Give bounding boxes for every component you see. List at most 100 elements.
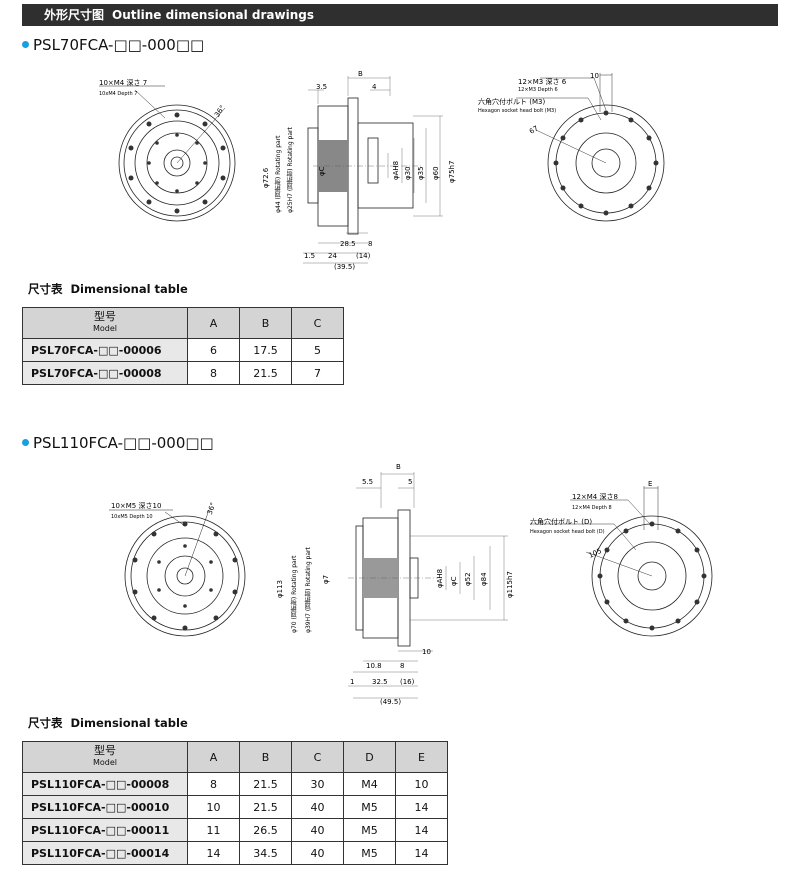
psl70-front-angle: 36° bbox=[213, 104, 227, 119]
psl70-title: PSL70FCA-□□-000□□ bbox=[22, 36, 204, 54]
table-cell-model: PSL110FCA-□□-00008 bbox=[22, 772, 188, 796]
psl110-dim-b: B bbox=[396, 463, 401, 471]
psl70-dim-60: φ60 bbox=[432, 166, 440, 180]
psl70-side-view: 3.5 B 4 φ72.6 φ44 (回転部) Rotating part φ2… bbox=[262, 70, 456, 271]
psl110-side-view: 5.5 B 5 φ113 φ70 (回転部) Rotating part φ39… bbox=[276, 463, 514, 706]
psl70-dim-30: φ30 bbox=[404, 166, 412, 180]
table-header-col-c: C bbox=[291, 741, 344, 773]
psl110-front-angle: 36° bbox=[206, 501, 218, 515]
table-cell-model: PSL110FCA-□□-00010 bbox=[22, 795, 188, 819]
table-cell-value: 30 bbox=[291, 772, 344, 796]
table-cell-value: 21.5 bbox=[239, 795, 292, 819]
table-cell-value: 10 bbox=[187, 795, 240, 819]
psl110-back-holes bbox=[597, 521, 707, 631]
psl70-dim-28-5: 28.5 bbox=[340, 240, 356, 248]
table-cell-value: M5 bbox=[343, 795, 396, 819]
psl70-dim-1-5: 1.5 bbox=[304, 252, 315, 260]
psl110-dim-a-h8: φAH8 bbox=[436, 569, 444, 588]
table-cell-value: M4 bbox=[343, 772, 396, 796]
table-cell-model: PSL110FCA-□□-00014 bbox=[22, 841, 188, 865]
header-title-jp: 外形尺寸图 bbox=[44, 8, 105, 22]
psl110-dim-39: φ39H7 (回転部) Rotating part bbox=[304, 546, 312, 633]
bullet-dot-icon bbox=[22, 439, 29, 446]
table-cell-value: 14 bbox=[395, 818, 448, 842]
table-cell-value: M5 bbox=[343, 818, 396, 842]
table-cell-value: 5 bbox=[291, 338, 344, 362]
table-cell-value: 10 bbox=[395, 772, 448, 796]
psl110-front-view: 10×M5 深さ10 10xM5 Depth 10 36° bbox=[109, 501, 246, 637]
psl110-front-holes bbox=[132, 521, 238, 631]
psl70-dim-14: (14) bbox=[356, 252, 371, 260]
table-header-col-a: A bbox=[187, 741, 240, 773]
psl110-dim-70: φ70 (回転部) Rotating part bbox=[290, 555, 298, 633]
psl110-back-dim-e: E bbox=[648, 480, 652, 488]
table-header-col-b: B bbox=[239, 741, 292, 773]
psl70-dim-c: φC bbox=[318, 166, 326, 176]
psl110-dim-10-8: 10.8 bbox=[366, 662, 382, 670]
table-cell-value: 8 bbox=[187, 361, 240, 385]
bullet-dot-icon bbox=[22, 41, 29, 48]
psl70-dim-24: 24 bbox=[328, 252, 337, 260]
psl110-front-note-1: 10×M5 深さ10 bbox=[111, 501, 161, 510]
table-cell-value: 7 bbox=[291, 361, 344, 385]
psl110-dim-10: 10 bbox=[422, 648, 431, 656]
psl70-front-note-1: 10×M4 深さ 7 bbox=[99, 78, 147, 87]
table-cell-value: 17.5 bbox=[239, 338, 292, 362]
table-header-col-a: A bbox=[187, 307, 240, 339]
table-cell-model: PSL70FCA-□□-00006 bbox=[22, 338, 188, 362]
psl70-dim-75: φ75h7 bbox=[448, 161, 456, 183]
psl110-dim-8: 8 bbox=[400, 662, 404, 670]
psl70-dim-3-5: 3.5 bbox=[316, 83, 327, 91]
psl70-back-note-2: 12×M3 Depth 6 bbox=[518, 87, 558, 93]
psl70-back-dim-10: 10 bbox=[590, 72, 599, 80]
psl110-dim-49-5: (49.5) bbox=[380, 698, 401, 706]
table-cell-value: 11 bbox=[187, 818, 240, 842]
table-cell-value: 40 bbox=[291, 818, 344, 842]
psl110-back-note-3: 六角穴付ボルト (D) bbox=[530, 517, 592, 526]
psl110-dim-16: (16) bbox=[400, 678, 415, 686]
table-cell-value: M5 bbox=[343, 841, 396, 865]
table-cell-value: 34.5 bbox=[239, 841, 292, 865]
psl70-back-view: 12×M3 深さ 6 12×M3 Depth 6 六角穴付ボルト (M3) He… bbox=[478, 72, 665, 222]
psl110-back-note-2: 12×M4 Depth 8 bbox=[572, 505, 612, 511]
section-header: 外形尺寸图 Outline dimensional drawings bbox=[22, 4, 778, 26]
psl110-dim-7: φ7 bbox=[322, 575, 330, 584]
psl110-back-view: 12×M4 深さ8 12×M4 Depth 8 六角穴付ボルト (D) Hexa… bbox=[530, 480, 713, 637]
psl110-back-note-4: Hexagon socket head bolt (D) bbox=[530, 529, 605, 535]
psl70-back-note-4: Hexagon socket head bolt (M3) bbox=[478, 108, 556, 114]
table-header-col-e: E bbox=[395, 741, 448, 773]
psl70-back-holes bbox=[553, 110, 659, 216]
table-cell-model: PSL70FCA-□□-00008 bbox=[22, 361, 188, 385]
psl70-dim-25: φ25H7 (回転部) Rotating part bbox=[286, 126, 294, 213]
psl110-dim-5: 5 bbox=[408, 478, 412, 486]
table-cell-value: 40 bbox=[291, 841, 344, 865]
psl70-dim-b: B bbox=[358, 70, 363, 78]
psl110-dim-5-5: 5.5 bbox=[362, 478, 373, 486]
psl70-dim-35: φ35 bbox=[417, 166, 425, 180]
table-cell-value: 14 bbox=[395, 841, 448, 865]
table-header-col-c: C bbox=[291, 307, 344, 339]
table-cell-value: 14 bbox=[395, 795, 448, 819]
psl110-dim-c: φC bbox=[450, 576, 458, 586]
psl70-dim-72-6: φ72.6 bbox=[262, 167, 270, 188]
psl110-dim-1: 1 bbox=[350, 678, 354, 686]
psl70-back-dim-67: 67 bbox=[528, 124, 540, 135]
table-cell-value: 8 bbox=[187, 772, 240, 796]
header-title-en: Outline dimensional drawings bbox=[112, 8, 314, 22]
table-cell-value: 21.5 bbox=[239, 772, 292, 796]
psl110-dim-84: φ84 bbox=[480, 572, 488, 586]
psl70-dim-a-h8: φAH8 bbox=[392, 161, 400, 180]
table-cell-value: 26.5 bbox=[239, 818, 292, 842]
psl70-dim-8: 8 bbox=[368, 240, 372, 248]
